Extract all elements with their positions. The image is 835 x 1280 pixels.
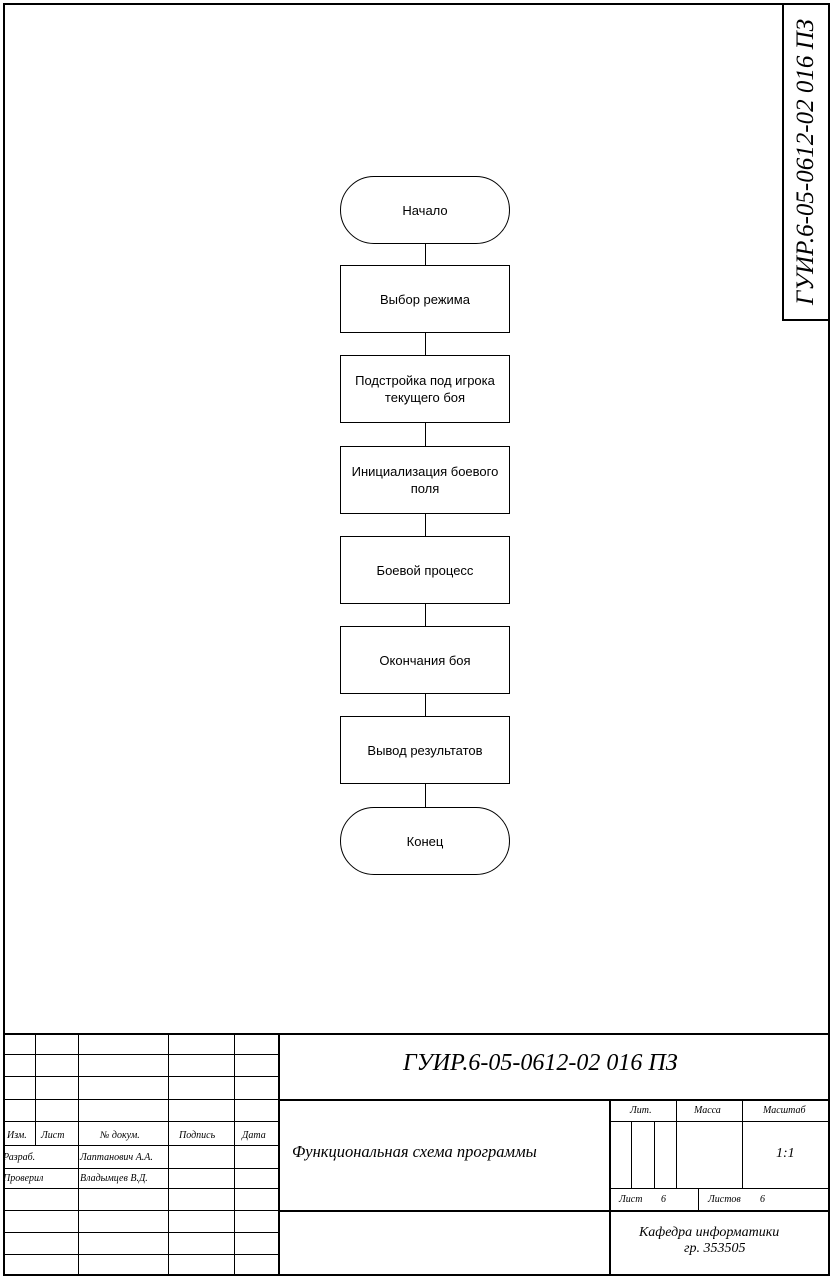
tb-line (234, 1033, 235, 1276)
doc-code: ГУИР.6-05-0612-02 016 ПЗ (403, 1050, 678, 1076)
process-step: Боевой процесс (340, 536, 510, 604)
step-label: Окончания боя (379, 652, 471, 668)
department: Кафедра информатики (639, 1225, 780, 1240)
checker-label: Проверил (3, 1173, 44, 1184)
col-list: Лист (41, 1130, 65, 1141)
connector (425, 784, 426, 807)
tb-line (3, 1210, 278, 1211)
sheets-label: Листов (708, 1194, 741, 1205)
scale-label: Масштаб (763, 1105, 806, 1116)
step-label: Вывод результатов (367, 742, 483, 758)
connector (425, 333, 426, 355)
tb-line (3, 1076, 278, 1077)
tb-line (168, 1033, 169, 1276)
process-step: Подстройка под игрока текущего боя (340, 355, 510, 423)
start-label: Начало (402, 202, 448, 218)
connector (425, 604, 426, 626)
connector (425, 694, 426, 716)
step-label: Боевой процесс (376, 562, 474, 578)
tb-line (3, 1188, 278, 1189)
lit-label: Лит. (630, 1105, 652, 1116)
step-label: Инициализация боевого поля (351, 464, 499, 496)
tb-line (278, 1099, 830, 1101)
process-step: Вывод результатов (340, 716, 510, 784)
col-signature: Подпись (179, 1130, 216, 1141)
connector (425, 423, 426, 446)
mass-label: Масса (694, 1105, 721, 1116)
tb-line (3, 1099, 278, 1100)
tb-line (3, 1054, 278, 1055)
checker-name: Владымцев В.Д. (80, 1173, 148, 1184)
tb-line (278, 1210, 830, 1212)
connector (425, 514, 426, 536)
side-stamp: ГУИР.6-05-0612-02 016 ПЗ (782, 3, 830, 321)
tb-line (676, 1099, 677, 1188)
developer-name: Лаптанович А.А. (80, 1152, 153, 1163)
col-izm: Изм. (7, 1130, 27, 1141)
tb-border (3, 1033, 830, 1035)
tb-line (3, 1232, 278, 1233)
developer-label: Разраб. (3, 1152, 36, 1163)
tb-line (3, 1254, 278, 1255)
tb-line (609, 1099, 611, 1276)
group: гр. 353505 (684, 1241, 746, 1256)
start-terminal: Начало (340, 176, 510, 244)
tb-line (631, 1121, 632, 1188)
process-step: Инициализация боевого поля (340, 446, 510, 514)
tb-line (609, 1121, 830, 1122)
tb-line (278, 1033, 280, 1276)
drawing-frame (3, 3, 830, 1276)
end-label: Конец (406, 833, 444, 849)
col-date: Дата (242, 1130, 266, 1141)
sheet-label: Лист (619, 1194, 643, 1205)
sheet-value: 6 (661, 1194, 666, 1205)
tb-line (698, 1188, 699, 1210)
tb-line (35, 1033, 36, 1145)
step-label: Выбор режима (380, 291, 470, 307)
col-doc-no: № докум. (100, 1130, 140, 1141)
scale-value: 1:1 (776, 1146, 795, 1161)
end-terminal: Конец (340, 807, 510, 875)
sheets-value: 6 (760, 1194, 765, 1205)
connector (425, 243, 426, 265)
tb-line (609, 1188, 830, 1189)
tb-line (654, 1121, 655, 1188)
tb-line (3, 1121, 278, 1122)
title-block: ГУИР.6-05-0612-02 016 ПЗ Изм. Лист № док… (3, 1033, 830, 1276)
tb-line (742, 1099, 743, 1188)
tb-line (3, 1168, 278, 1169)
tb-line (3, 1145, 278, 1146)
process-step: Окончания боя (340, 626, 510, 694)
side-stamp-code: ГУИР.6-05-0612-02 016 ПЗ (792, 18, 819, 306)
document-title: Функциональная схема программы (292, 1142, 537, 1161)
step-label: Подстройка под игрока текущего боя (355, 373, 495, 405)
tb-line (78, 1033, 79, 1276)
process-step: Выбор режима (340, 265, 510, 333)
